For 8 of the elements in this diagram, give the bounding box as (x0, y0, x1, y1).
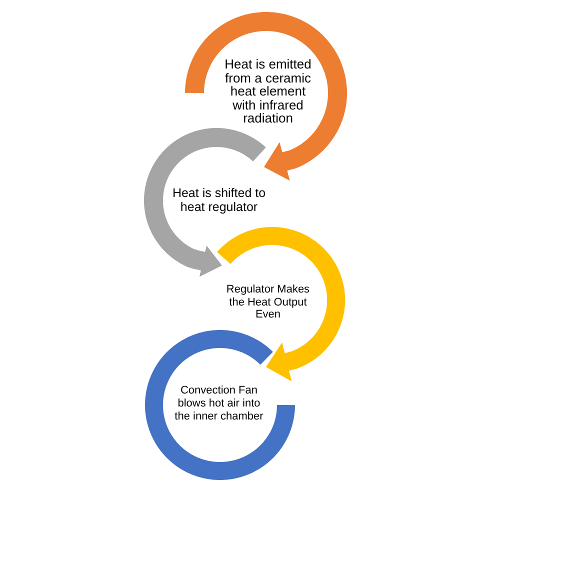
step-text: Convection Fan blows hot air into the inner chamber (174, 384, 264, 424)
circular-band (185, 12, 347, 166)
circular-band (216, 227, 345, 366)
circular-band (144, 128, 266, 268)
step-text: Regulator Makes the Heat Output Even (225, 283, 311, 321)
circular-band (145, 330, 295, 480)
step-text: Heat is shifted to heat regulator (171, 186, 267, 214)
step-text: Heat is emitted from a ceramic heat element with infrared radiation (224, 57, 312, 125)
